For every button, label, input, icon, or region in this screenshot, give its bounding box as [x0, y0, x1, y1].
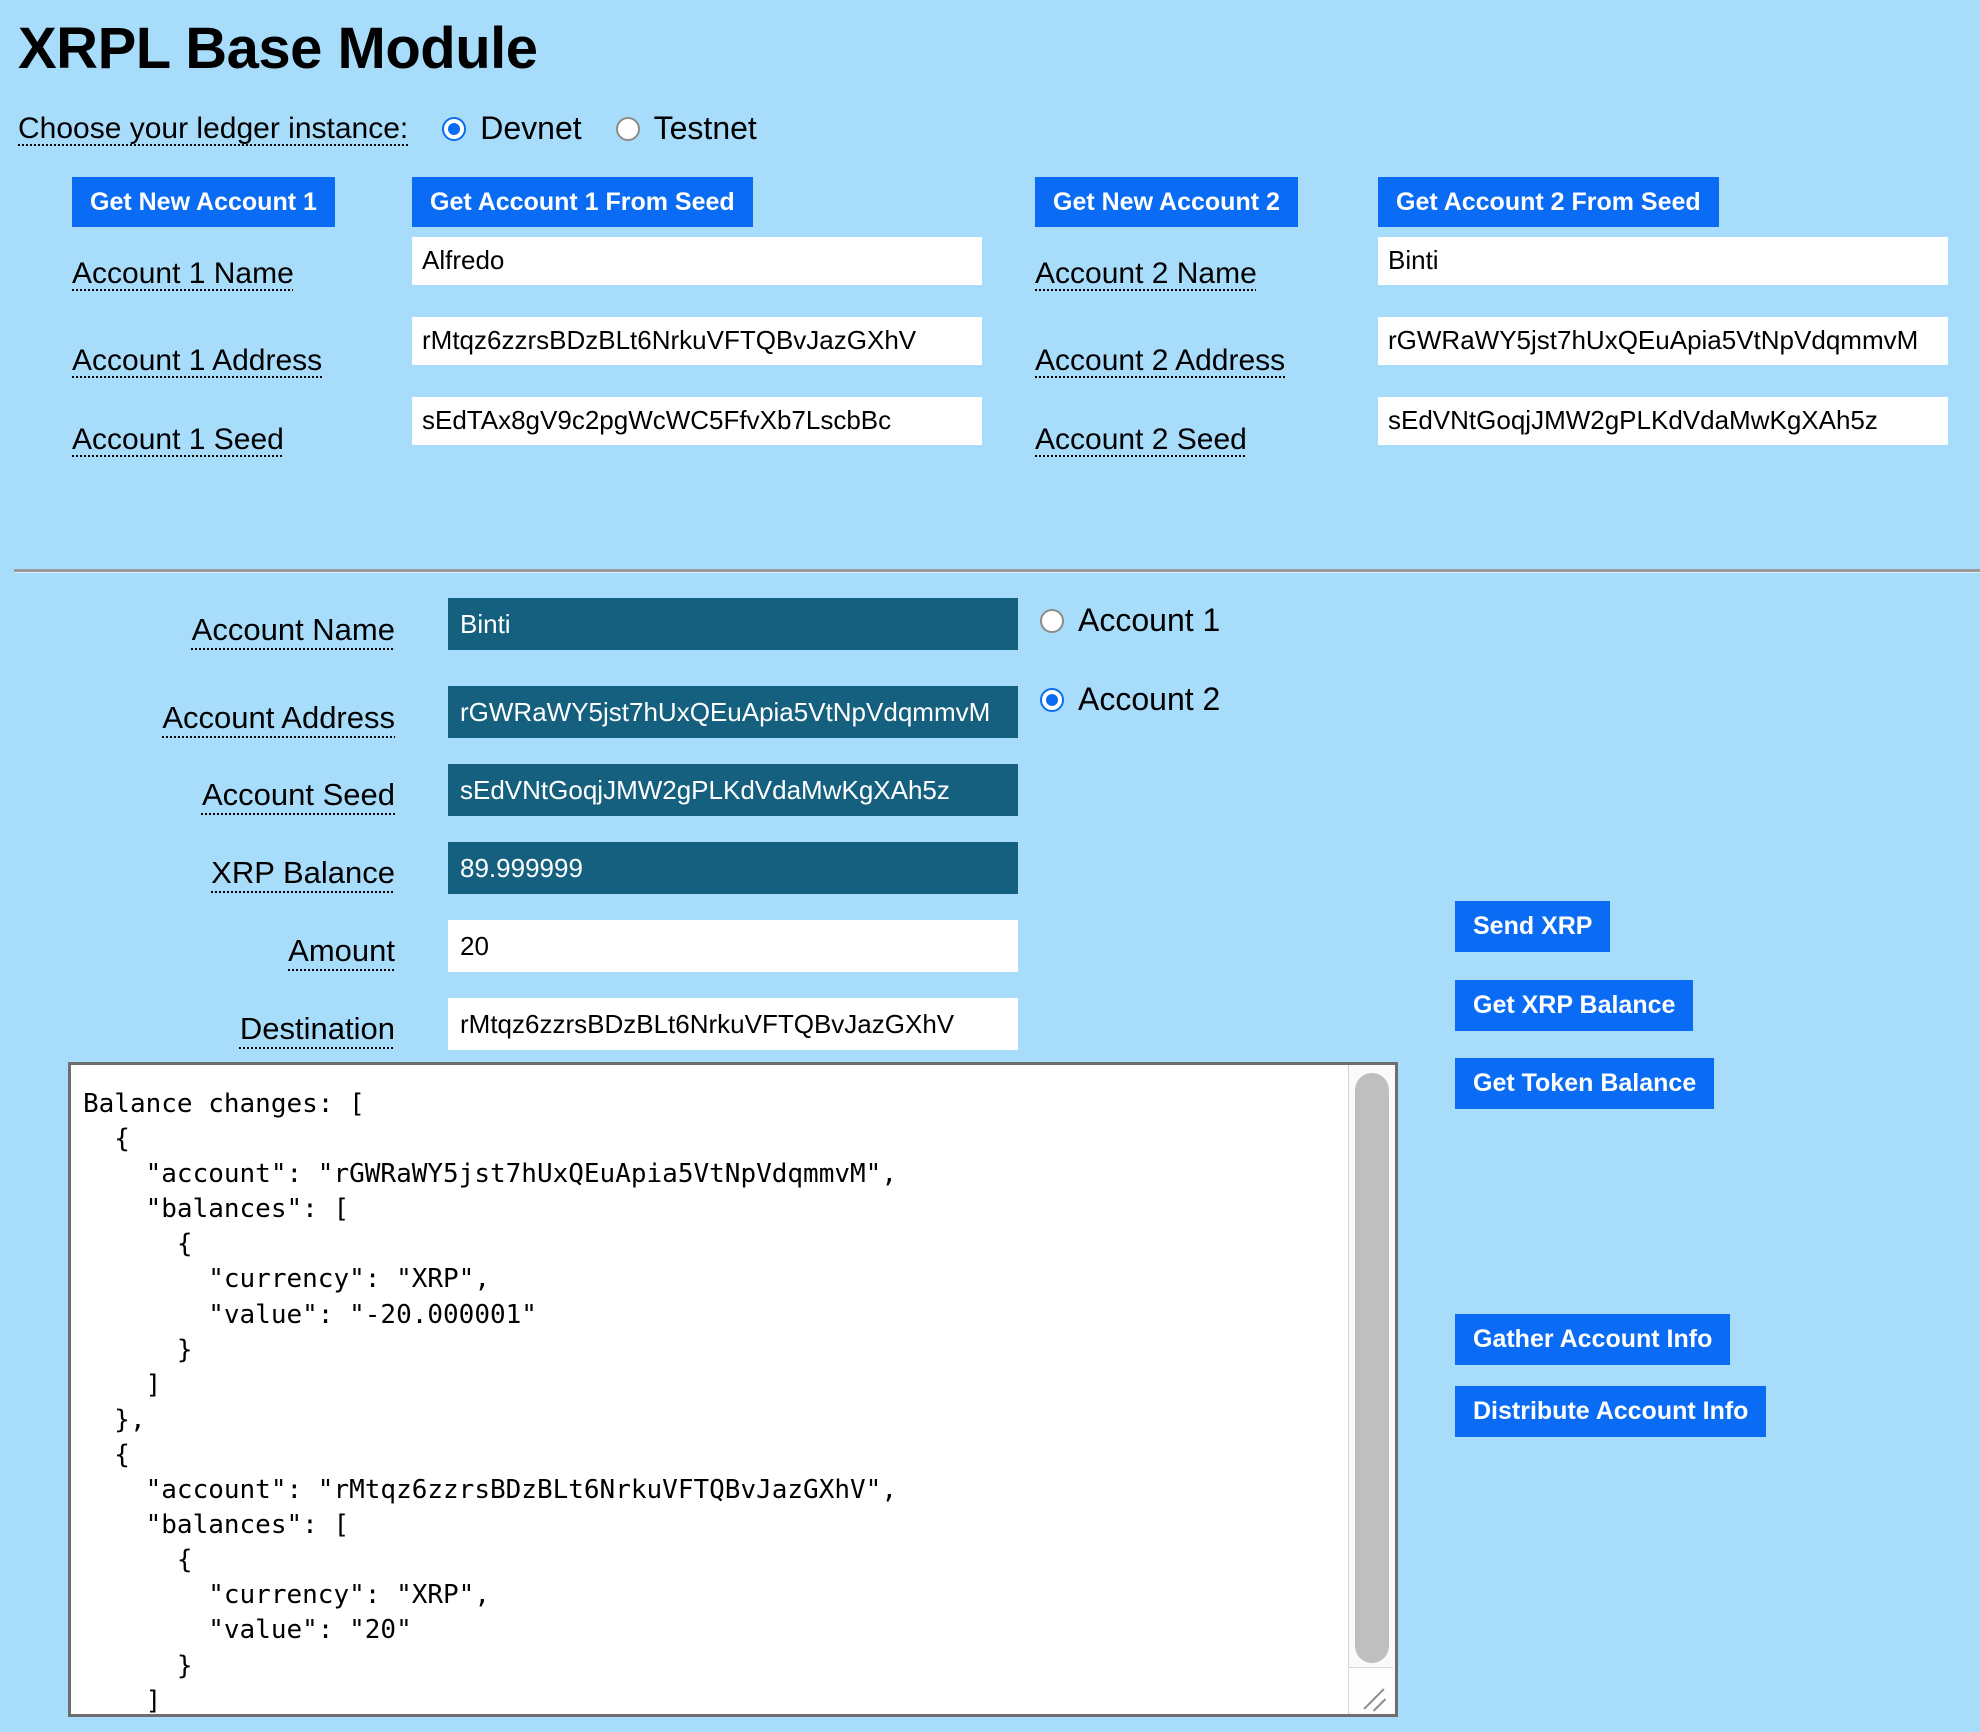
account-2-seed-input[interactable] — [1378, 396, 1948, 445]
account-1-address-input[interactable] — [412, 316, 982, 365]
section-divider — [14, 569, 1980, 573]
active-account-section: Account Name Account Address Account See… — [0, 586, 1980, 1109]
account-2-name-input[interactable] — [1378, 236, 1948, 285]
results-scrollbar-thumb[interactable] — [1355, 1073, 1389, 1663]
account-seed-field[interactable] — [448, 764, 1018, 816]
xrp-balance-field[interactable] — [448, 842, 1018, 894]
radio-select-account-2-label: Account 2 — [1078, 681, 1221, 717]
radio-devnet-label: Devnet — [480, 110, 582, 147]
account-2-seed-label: Account 2 Seed — [1035, 422, 1247, 456]
get-account-1-from-seed-button[interactable]: Get Account 1 From Seed — [412, 176, 753, 228]
radio-testnet-label: Testnet — [653, 110, 757, 147]
account-address-field[interactable] — [448, 686, 1018, 738]
send-xrp-button[interactable]: Send XRP — [1455, 901, 1611, 952]
radio-select-account-2-indicator[interactable] — [1040, 687, 1064, 712]
account-2-name-label: Account 2 Name — [1035, 256, 1257, 290]
account-1-name-label: Account 1 Name — [72, 256, 294, 290]
radio-select-account-1-indicator[interactable] — [1040, 608, 1064, 633]
account-address-label: Account Address — [162, 700, 395, 735]
account-1-address-label: Account 1 Address — [72, 343, 323, 377]
account-2-address-label: Account 2 Address — [1035, 343, 1286, 377]
radio-select-account-1-label: Account 1 — [1078, 602, 1221, 638]
accounts-section: Get New Account 1 Get Account 1 From See… — [0, 176, 1980, 517]
get-account-2-from-seed-button[interactable]: Get Account 2 From Seed — [1378, 176, 1719, 228]
amount-label: Amount — [288, 933, 395, 968]
radio-select-account-1[interactable]: Account 1 — [1040, 602, 1220, 639]
results-scrollbar[interactable] — [1348, 1065, 1395, 1714]
amount-input[interactable] — [448, 920, 1018, 972]
results-textarea-content[interactable]: Balance changes: [ { "account": "rGWRaWY… — [83, 1089, 897, 1714]
radio-devnet[interactable]: Devnet — [442, 110, 582, 147]
page-title: XRPL Base Module — [18, 16, 538, 81]
get-new-account-2-button[interactable]: Get New Account 2 — [1035, 176, 1298, 228]
destination-input[interactable] — [448, 998, 1018, 1050]
account-name-field[interactable] — [448, 598, 1018, 650]
gather-account-info-button[interactable]: Gather Account Info — [1455, 1314, 1731, 1365]
radio-testnet[interactable]: Testnet — [615, 110, 757, 147]
account-2-address-input[interactable] — [1378, 316, 1948, 365]
account-name-label: Account Name — [191, 612, 395, 647]
results-textarea[interactable]: Balance changes: [ { "account": "rGWRaWY… — [68, 1062, 1398, 1717]
ledger-instance-chooser: Choose your ledger instance: Devnet Test… — [18, 107, 1980, 151]
radio-testnet-indicator[interactable] — [615, 116, 640, 141]
ledger-instance-label: Choose your ledger instance: — [18, 111, 409, 145]
account-1-seed-label: Account 1 Seed — [72, 422, 284, 456]
distribute-account-info-button[interactable]: Distribute Account Info — [1455, 1386, 1767, 1437]
xrp-balance-label: XRP Balance — [211, 855, 395, 890]
account-1-seed-input[interactable] — [412, 396, 982, 445]
account-1-name-input[interactable] — [412, 236, 982, 285]
radio-devnet-indicator[interactable] — [442, 116, 467, 141]
results-resize-handle[interactable] — [1348, 1667, 1393, 1712]
destination-label: Destination — [239, 1011, 395, 1046]
account-seed-label: Account Seed — [201, 777, 395, 812]
get-xrp-balance-button[interactable]: Get XRP Balance — [1455, 980, 1694, 1031]
get-token-balance-button[interactable]: Get Token Balance — [1455, 1058, 1715, 1109]
get-new-account-1-button[interactable]: Get New Account 1 — [72, 176, 335, 228]
radio-select-account-2[interactable]: Account 2 — [1040, 681, 1220, 718]
